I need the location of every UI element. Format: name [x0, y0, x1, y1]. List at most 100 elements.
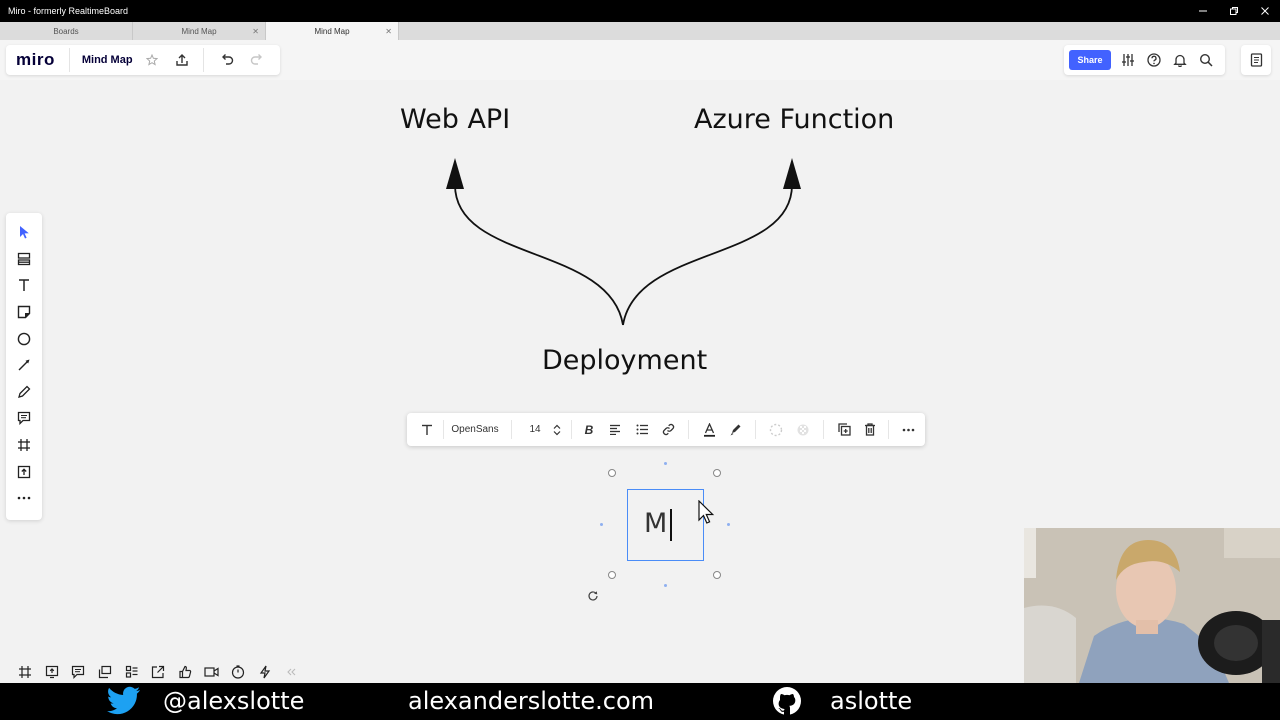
connector-point-right[interactable] [727, 523, 730, 526]
connector-point-left[interactable] [600, 523, 603, 526]
delete-icon[interactable] [858, 413, 882, 446]
bell-icon[interactable] [1167, 49, 1193, 71]
window-title-bar: Miro - formerly RealtimeBoard [0, 0, 1280, 22]
vote-icon[interactable] [172, 659, 199, 684]
tab-boards[interactable]: Boards [0, 22, 133, 40]
resize-handle-top-right[interactable] [713, 469, 721, 477]
connector-point-top[interactable] [664, 462, 667, 465]
upload-file-icon[interactable] [10, 458, 38, 485]
settings-sliders-icon[interactable] [1115, 49, 1141, 71]
text-align-icon[interactable] [603, 413, 627, 446]
export-icon[interactable] [145, 659, 172, 684]
pen-icon[interactable] [10, 379, 38, 406]
restore-icon[interactable] [1218, 0, 1249, 22]
redo-icon[interactable] [246, 49, 268, 71]
highlight-icon[interactable] [723, 413, 747, 446]
node-deployment[interactable]: Deployment [542, 345, 708, 376]
video-call-icon[interactable] [198, 659, 225, 684]
frames-icon[interactable] [12, 659, 39, 684]
social-banner: @alexslotte alexanderslotte.com aslotte [0, 683, 1280, 720]
connection-line-icon[interactable] [10, 352, 38, 379]
tab-label: Boards [53, 26, 79, 36]
divider [202, 48, 204, 72]
collapse-icon[interactable] [278, 659, 305, 684]
kanban-icon[interactable] [118, 659, 145, 684]
divider [688, 420, 689, 439]
tab-mind-map-active[interactable]: Mind Map ✕ [266, 22, 399, 40]
undo-icon[interactable] [216, 49, 238, 71]
sticky-note-icon[interactable] [10, 299, 38, 326]
text-format-toolbar: OpenSans 14 B [407, 413, 925, 446]
share-button[interactable]: Share [1069, 50, 1111, 70]
text-tool-icon[interactable] [10, 272, 38, 299]
comment-icon[interactable] [10, 405, 38, 432]
close-icon[interactable]: ✕ [385, 26, 392, 36]
bold-icon[interactable]: B [584, 422, 594, 437]
select-cursor-icon[interactable] [10, 219, 38, 246]
board-notes-icon[interactable] [1241, 45, 1271, 75]
tab-mind-map[interactable]: Mind Map ✕ [133, 22, 266, 40]
text-caret [670, 509, 672, 541]
github-icon [768, 686, 806, 720]
font-size-stepper-icon[interactable] [551, 413, 563, 446]
text-type-icon[interactable] [415, 413, 439, 446]
bottom-toolbar [6, 659, 305, 684]
star-icon[interactable] [141, 49, 163, 71]
font-family-select[interactable]: OpenSans [451, 424, 499, 435]
left-toolbar [6, 213, 42, 520]
duplicate-icon[interactable] [832, 413, 856, 446]
miro-logo[interactable]: miro [16, 50, 55, 69]
text-color-icon[interactable] [697, 413, 721, 446]
close-window-icon[interactable] [1249, 0, 1280, 22]
tab-label: Mind Map [314, 26, 350, 36]
resize-handle-bottom-left[interactable] [608, 571, 616, 579]
resize-handle-top-left[interactable] [608, 469, 616, 477]
close-icon[interactable]: ✕ [252, 26, 259, 36]
more-tools-icon[interactable] [10, 485, 38, 512]
app-header: miro Mind Map Share [0, 40, 1280, 80]
editing-text[interactable]: M [644, 508, 668, 539]
border-style-icon[interactable] [764, 413, 788, 446]
divider [888, 420, 889, 439]
chat-icon[interactable] [65, 659, 92, 684]
node-azure-function[interactable]: Azure Function [694, 104, 895, 135]
arrowhead-left [446, 158, 464, 189]
node-web-api[interactable]: Web API [400, 104, 511, 135]
frame-icon[interactable] [10, 432, 38, 459]
resize-handle-bottom-right[interactable] [713, 571, 721, 579]
minimize-icon[interactable] [1187, 0, 1218, 22]
connector-left [454, 184, 624, 326]
divider [68, 48, 70, 72]
templates-icon[interactable] [10, 246, 38, 273]
timer-icon[interactable] [225, 659, 252, 684]
fill-color-icon[interactable] [791, 413, 815, 446]
lightning-icon[interactable] [251, 659, 278, 684]
divider [823, 420, 824, 439]
divider [511, 420, 512, 439]
github-handle: aslotte [830, 687, 913, 715]
mouse-cursor-icon [697, 499, 715, 526]
screen-share-icon[interactable] [39, 659, 66, 684]
connector-point-bottom[interactable] [664, 584, 667, 587]
rotate-handle-icon[interactable] [587, 589, 599, 601]
shape-circle-icon[interactable] [10, 325, 38, 352]
upload-icon[interactable] [171, 49, 193, 71]
font-size-input[interactable]: 14 [529, 424, 541, 435]
twitter-handle: @alexslotte [163, 687, 305, 715]
help-icon[interactable] [1141, 49, 1167, 71]
webcam-video [1024, 528, 1280, 683]
editing-text-box[interactable]: M [627, 489, 704, 561]
bullet-list-icon[interactable] [630, 413, 654, 446]
divider [571, 420, 572, 439]
window-title: Miro - formerly RealtimeBoard [8, 6, 129, 16]
more-options-icon[interactable] [896, 413, 920, 446]
board-name[interactable]: Mind Map [81, 54, 133, 66]
search-icon[interactable] [1193, 49, 1219, 71]
divider [443, 420, 444, 439]
link-icon[interactable] [656, 413, 680, 446]
tab-bar: Boards Mind Map ✕ Mind Map ✕ [0, 22, 1280, 40]
website-url: alexanderslotte.com [408, 687, 655, 715]
board-menu: miro Mind Map [6, 45, 280, 75]
cards-icon[interactable] [92, 659, 119, 684]
divider [755, 420, 756, 439]
